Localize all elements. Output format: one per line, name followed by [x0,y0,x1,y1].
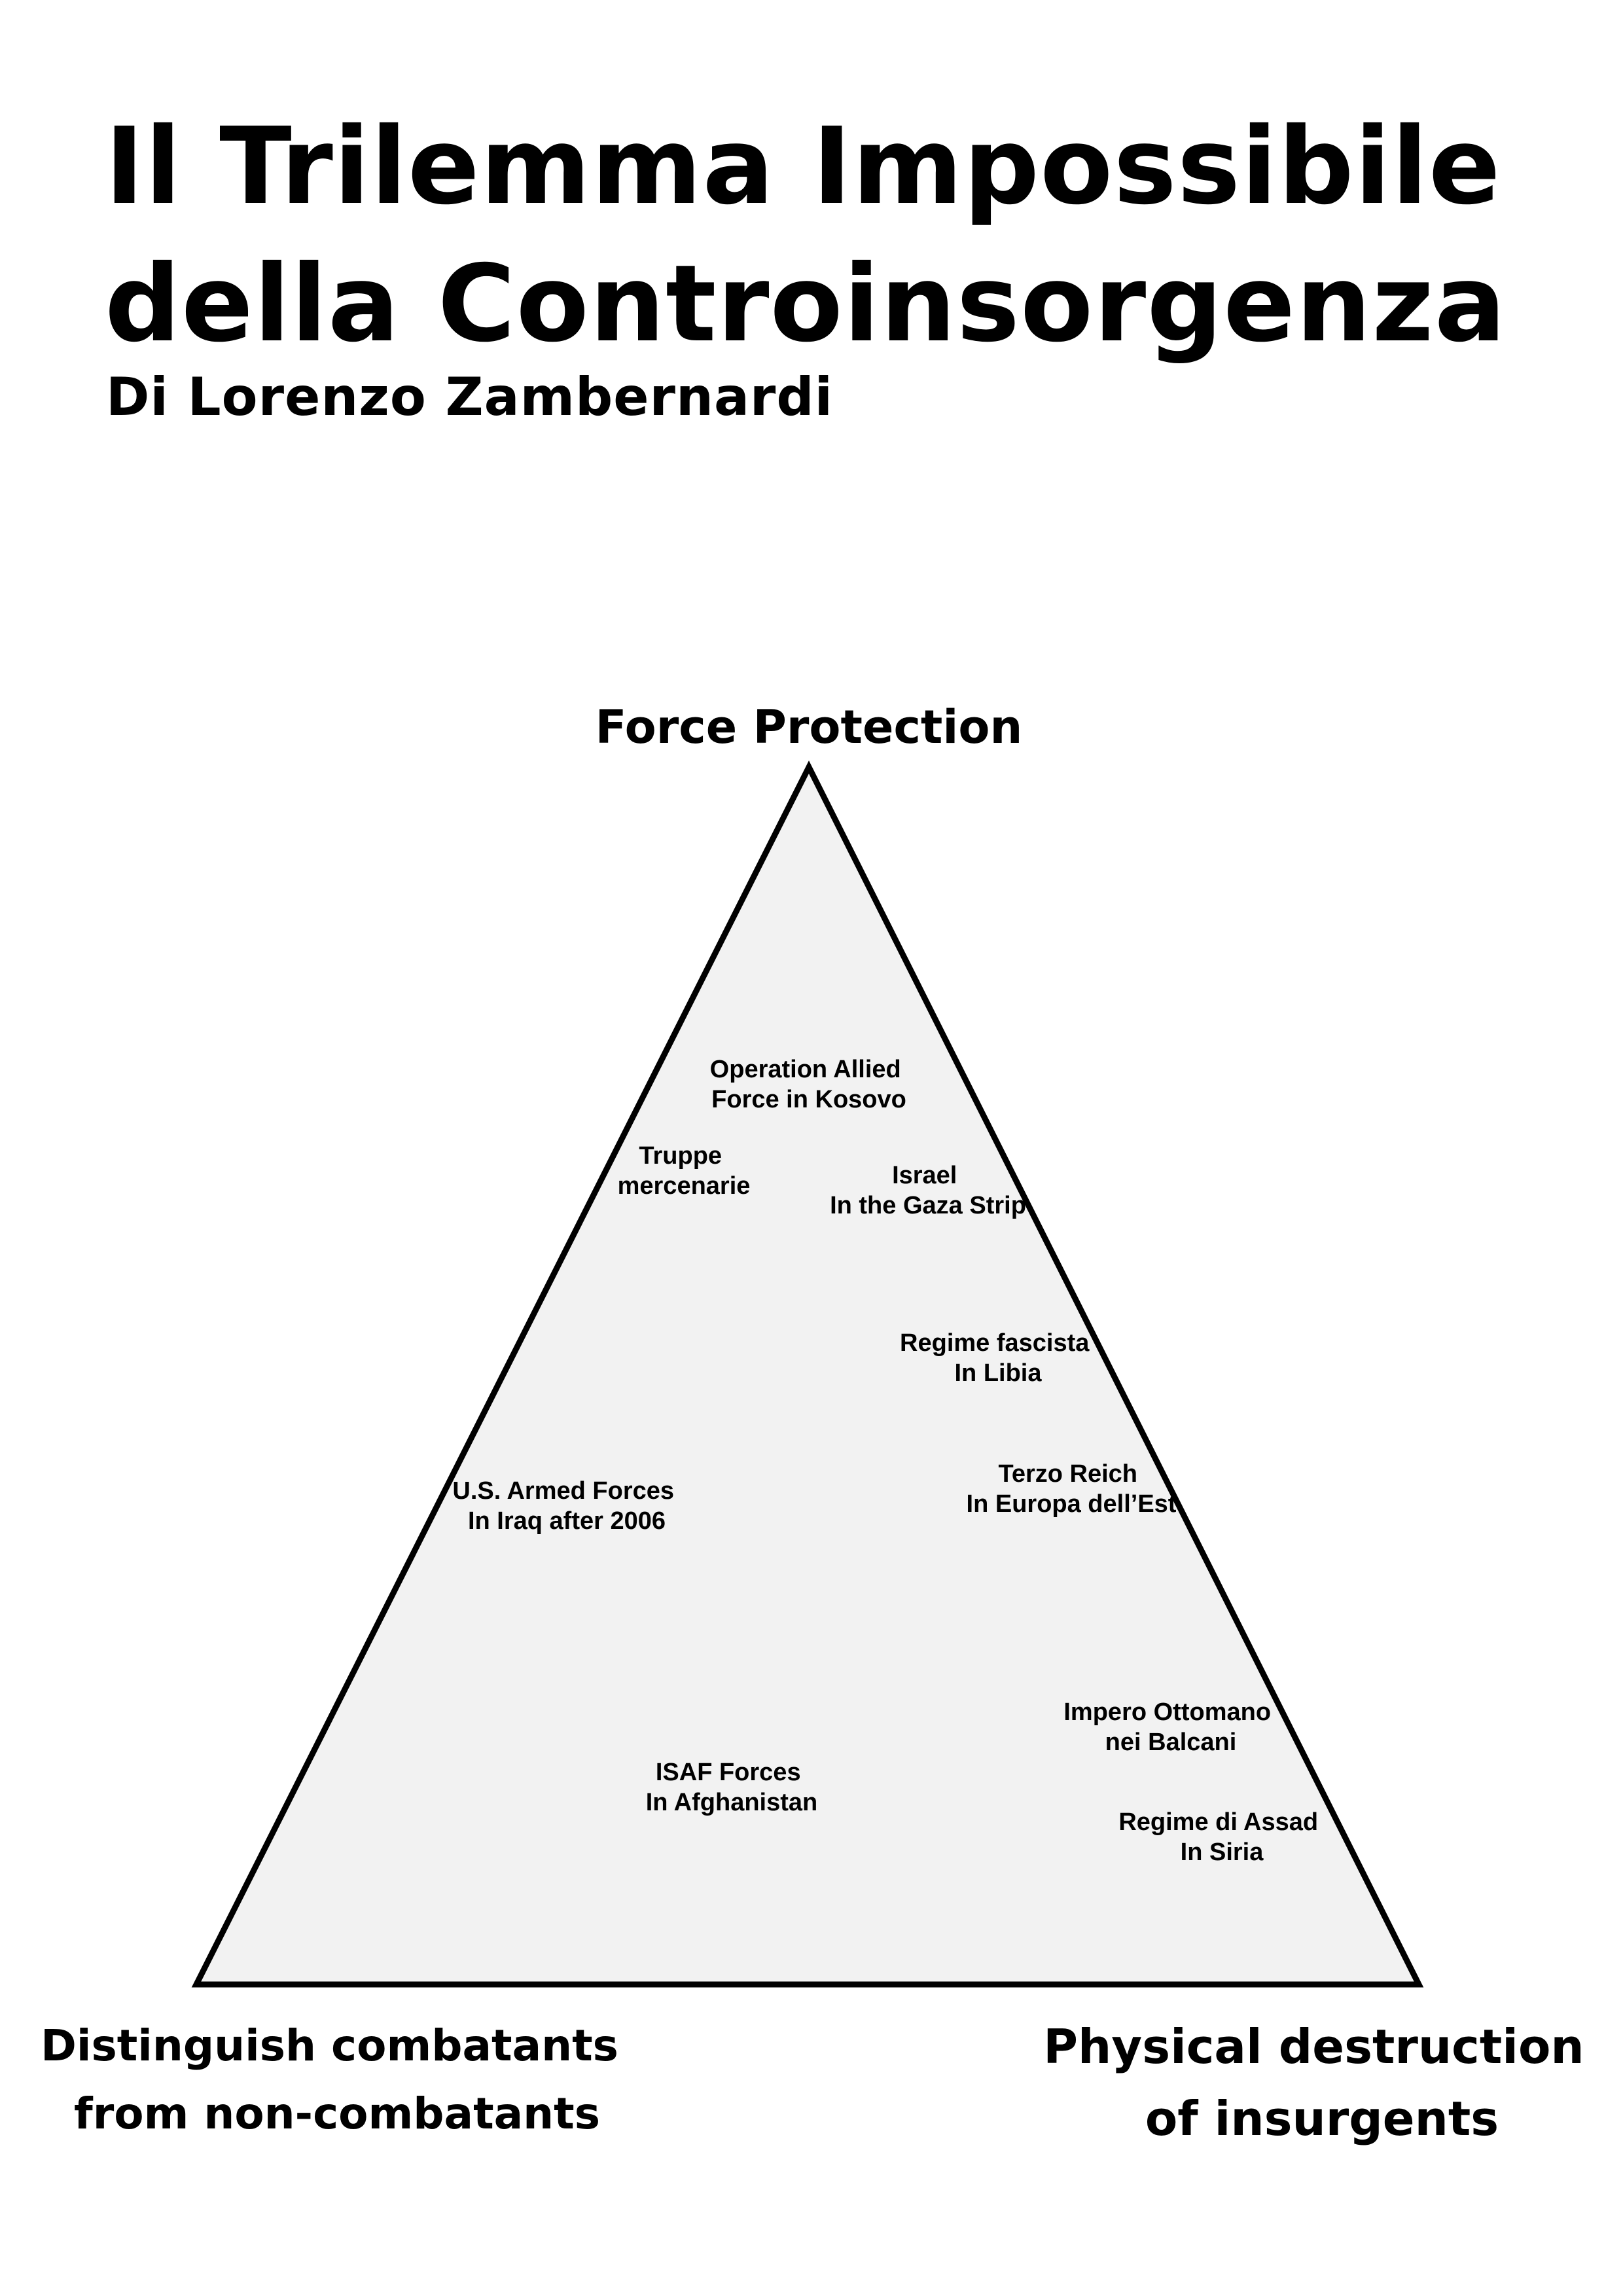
case-assad-line-1: Regime di Assad [1118,1808,1318,1836]
vertex-label-bottom-right-line-2: of insurgents [1145,2091,1499,2146]
case-assad: Regime di Assad In Siria [1118,1808,1325,1866]
case-us-iraq-line-1: U.S. Armed Forces [452,1477,674,1505]
svg-text:ISAF Forces In Afghanist: ISAF Forces In Afghanistan [646,1759,817,1816]
case-israel-line-2: In the Gaza Strip [830,1192,1026,1219]
trilemma-triangle [191,760,1424,1988]
case-libia-line-1: Regime fascista [900,1329,1090,1357]
case-isaf-line-2: In Afghanistan [646,1789,817,1816]
case-terzo-reich-line-1: Terzo Reich [998,1460,1137,1488]
vertex-label-bottom-left-line-1: Distinguish combatants [41,2020,618,2071]
svg-text:Israel In the Gaza Strip: Israel In the Gaza Strip [830,1162,1026,1219]
case-mercenarie: Truppe mercenarie [618,1142,751,1200]
case-libia-line-2: In Libia [955,1359,1043,1387]
case-mercenarie-line-1: Truppe [639,1142,722,1170]
case-libia: Regime fascista In Libia [900,1329,1096,1387]
case-ottomano-line-1: Impero Ottomano [1063,1698,1271,1726]
case-ottomano-line-2: nei Balcani [1105,1729,1237,1756]
vertex-label-bottom-left-line-2: from non-combatants [74,2089,600,2139]
case-mercenarie-line-2: mercenarie [618,1172,751,1200]
author-line: Di Lorenzo Zambernardi [106,367,834,427]
page-title: Il Trilemma Impossibile della Controinso… [105,98,1507,373]
case-kosovo: Operation Allied Force in Kosovo [710,1056,908,1113]
case-assad-line-2: In Siria [1181,1839,1264,1866]
vertex-label-bottom-left: Distinguish combatants from non-combatan… [41,2020,633,2139]
case-terzo-reich: Terzo Reich In Europa dell’Est [967,1460,1177,1518]
case-isaf-line-1: ISAF Forces [656,1759,801,1786]
case-kosovo-line-2: Force in Kosovo [711,1086,906,1113]
case-ottomano: Impero Ottomano nei Balcani [1063,1698,1277,1756]
svg-text:Terzo Reich In Europa de: Terzo Reich In Europa dell’Est [967,1460,1177,1518]
case-terzo-reich-line-2: In Europa dell’Est [967,1490,1177,1518]
svg-text:Regime fascista In Libia: Regime fascista In Libia [900,1329,1096,1387]
case-us-iraq: U.S. Armed Forces In Iraq after 2006 [452,1477,681,1535]
title-line-1: Il Trilemma Impossibile [105,105,1501,228]
case-israel-line-1: Israel [892,1162,957,1189]
vertex-label-top: Force Protection [596,700,1023,754]
title-line-2: della Controinsorgenza [105,243,1507,366]
vertex-label-bottom-right: Physical destruction of insurgents [1043,2019,1601,2146]
case-isaf: ISAF Forces In Afghanistan [646,1759,817,1816]
case-us-iraq-line-2: In Iraq after 2006 [468,1507,666,1535]
case-israel: Israel In the Gaza Strip [830,1162,1026,1219]
svg-text:Regime di Assad In Siria: Regime di Assad In Siria [1118,1808,1325,1866]
vertex-label-bottom-right-line-1: Physical destruction [1043,2019,1584,2074]
svg-text:U.S. Armed Forces In Ira: U.S. Armed Forces In Iraq after 2006 [452,1477,681,1535]
svg-text:Impero Ottomano nei Balc: Impero Ottomano nei Balcani [1063,1698,1277,1756]
svg-text:Operation Allied Force i: Operation Allied Force in Kosovo [710,1056,908,1113]
svg-text:Truppe mercenarie: Truppe mercenarie [618,1142,751,1200]
case-kosovo-line-1: Operation Allied [710,1056,901,1083]
